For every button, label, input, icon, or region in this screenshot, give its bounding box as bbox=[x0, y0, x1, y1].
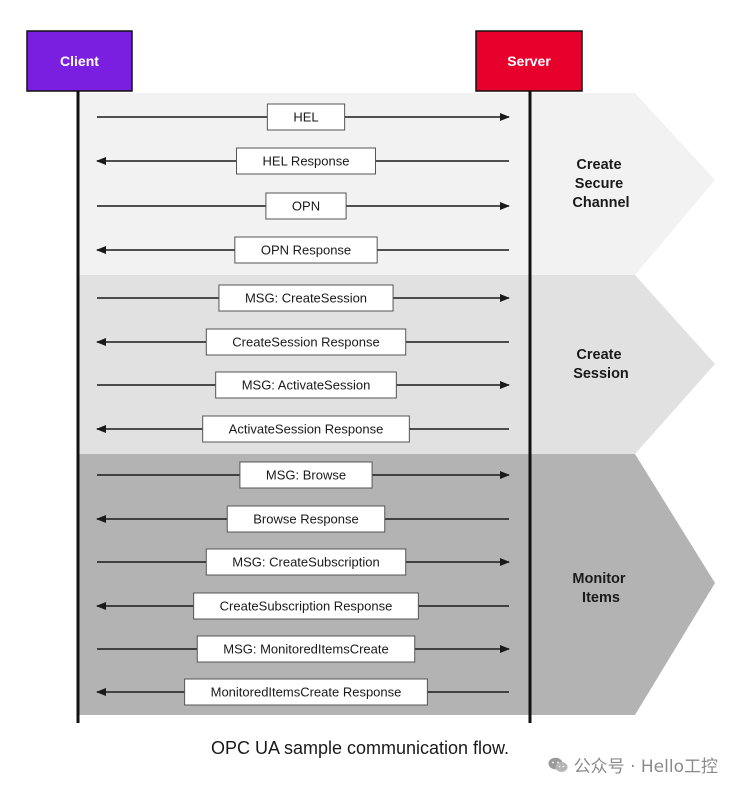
phase-band-secure-channel bbox=[78, 93, 715, 275]
wechat-icon bbox=[548, 757, 568, 772]
phase-label-monitor-items: Monitor Items bbox=[572, 571, 629, 606]
phase-label-secure-channel: Create Secure Channel bbox=[572, 157, 629, 211]
message-row: MonitoredItemsCreate Response bbox=[96, 678, 509, 706]
message-label-box bbox=[236, 147, 376, 175]
phase-label-line: Monitor bbox=[572, 571, 626, 587]
phase-band-create-session bbox=[78, 275, 715, 454]
message-label: HEL Response bbox=[263, 154, 350, 169]
message-row: Browse Response bbox=[96, 505, 509, 533]
message-label: OPN Response bbox=[261, 243, 351, 258]
message-label: HEL bbox=[293, 110, 318, 125]
message-row: MSG: CreateSubscription bbox=[97, 548, 510, 576]
message-label-box bbox=[205, 328, 407, 356]
message-label-box bbox=[226, 505, 386, 533]
message-row: OPN bbox=[97, 192, 510, 220]
diagram-caption: OPC UA sample communication flow. bbox=[210, 738, 510, 758]
message-label-box bbox=[205, 548, 407, 576]
server-actor-box bbox=[475, 30, 583, 92]
message-row: MSG: ActivateSession bbox=[97, 371, 510, 399]
message-row: HEL Response bbox=[96, 147, 509, 175]
phase-label-line: Items bbox=[582, 590, 620, 606]
message-label-box bbox=[193, 592, 419, 620]
message-row: HEL bbox=[97, 103, 510, 131]
message-label: MSG: ActivateSession bbox=[242, 378, 371, 393]
watermark: 公众号 · Hello工控 bbox=[548, 752, 718, 777]
message-label-box bbox=[265, 192, 347, 220]
message-label: MSG: Browse bbox=[266, 468, 346, 483]
message-label: CreateSubscription Response bbox=[220, 599, 393, 614]
message-row: OPN Response bbox=[96, 236, 509, 264]
message-row: CreateSession Response bbox=[96, 328, 509, 356]
phase-label-line: Session bbox=[573, 366, 629, 382]
message-label-box bbox=[266, 103, 346, 131]
message-label-box bbox=[239, 461, 373, 489]
message-label: MonitoredItemsCreate Response bbox=[211, 685, 402, 700]
message-label: MSG: CreateSession bbox=[245, 291, 367, 306]
message-label: MSG: MonitoredItemsCreate bbox=[223, 642, 388, 657]
phase-label-line: Create bbox=[576, 347, 621, 363]
message-label: ActivateSession Response bbox=[229, 422, 384, 437]
message-label-box bbox=[202, 415, 410, 443]
watermark-text: 公众号 · Hello工控 bbox=[573, 757, 718, 777]
client-actor-label: Client bbox=[60, 53, 99, 69]
message-row: MSG: MonitoredItemsCreate bbox=[97, 635, 510, 663]
message-row: MSG: CreateSession bbox=[97, 284, 510, 312]
message-label-box bbox=[196, 635, 416, 663]
message-label-box bbox=[234, 236, 378, 264]
server-actor-label: Server bbox=[507, 53, 551, 69]
message-row: ActivateSession Response bbox=[96, 415, 509, 443]
phase-label-line: Create bbox=[576, 157, 621, 173]
phase-label-line: Channel bbox=[572, 195, 629, 211]
phase-label-line: Secure bbox=[575, 176, 623, 192]
message-row: MSG: Browse bbox=[97, 461, 510, 489]
message-label: CreateSession Response bbox=[232, 335, 379, 350]
message-row: CreateSubscription Response bbox=[96, 592, 509, 620]
message-label: MSG: CreateSubscription bbox=[232, 555, 379, 570]
message-label-box bbox=[184, 678, 428, 706]
client-actor-box bbox=[26, 30, 133, 92]
message-label: Browse Response bbox=[253, 512, 359, 527]
message-label: OPN bbox=[292, 199, 320, 214]
message-label-box bbox=[218, 284, 394, 312]
phase-label-create-session: Create Session bbox=[573, 347, 629, 382]
message-label-box bbox=[215, 371, 397, 399]
